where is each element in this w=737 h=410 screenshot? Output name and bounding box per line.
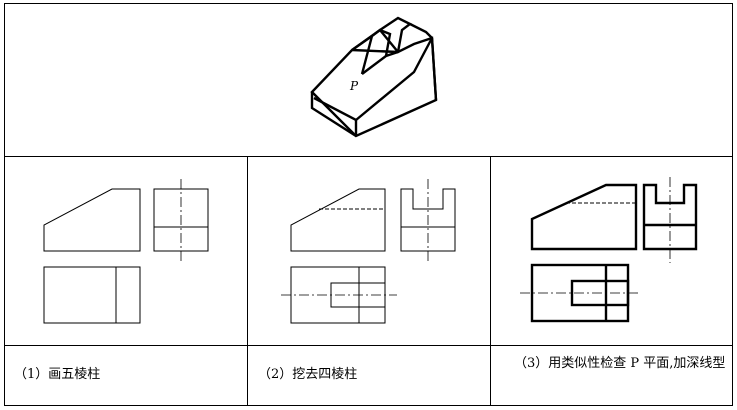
step1-top-view: [43, 266, 141, 324]
isometric-view: P: [310, 16, 438, 138]
step2-top-view: [281, 266, 397, 324]
step2-views: [281, 179, 456, 324]
caption-step-3: （3）用类似性检查 P 平面,加深线型: [514, 356, 726, 371]
iso-label-p: P: [349, 79, 359, 93]
figure-table: [4, 3, 733, 406]
caption-step-2: （2）挖去四棱柱: [258, 367, 358, 382]
step3-side-view: [642, 177, 698, 263]
step3-views: [520, 177, 698, 323]
step2-side-view: [400, 179, 456, 263]
step1-side-view: [153, 179, 209, 263]
iso-outline: [310, 16, 438, 138]
col-divider-2: [490, 156, 491, 406]
step2-front-view: [290, 188, 386, 252]
row-divider-top: [4, 156, 733, 157]
step3-front-view: [530, 183, 638, 251]
step1-views: [43, 179, 209, 324]
col-divider-1: [247, 156, 248, 406]
caption-step-1: （1）画五棱柱: [14, 367, 101, 382]
step3-top-view: [520, 263, 640, 323]
step1-front-view: [43, 188, 141, 252]
row-divider-bottom: [4, 345, 733, 346]
